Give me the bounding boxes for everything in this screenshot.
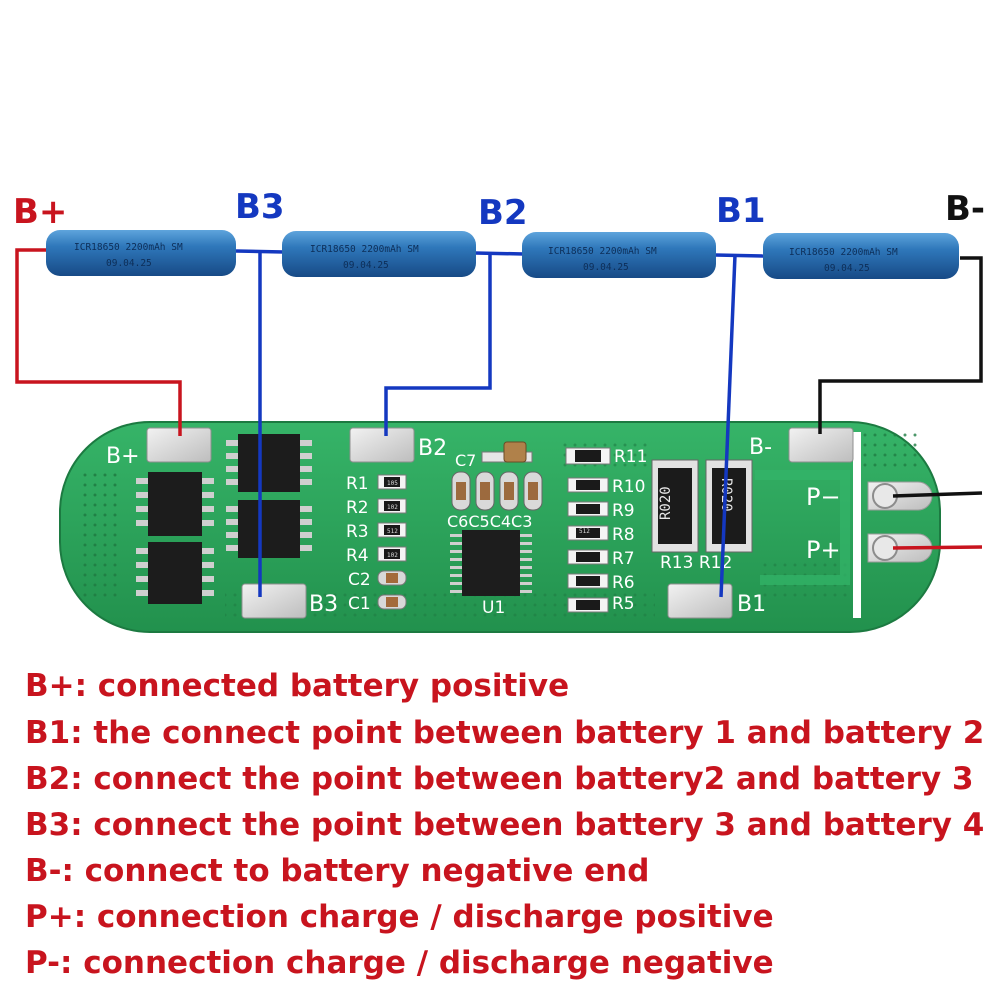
smd-mark-1: 105 bbox=[387, 480, 398, 487]
desc-b1: B1: the connect point between battery 1 … bbox=[25, 715, 985, 751]
silk-r10: R10 bbox=[612, 477, 645, 497]
desc-p-minus: P-: connection charge / discharge negati… bbox=[25, 945, 774, 981]
mosfet-chips bbox=[136, 434, 312, 604]
link-cell2-cell3 bbox=[474, 251, 525, 256]
left-resistor-column bbox=[377, 474, 407, 610]
pad-b1 bbox=[667, 583, 733, 619]
silk-c1: C1 bbox=[348, 594, 371, 614]
label-b3: B3 bbox=[235, 187, 285, 227]
silk-r3: R3 bbox=[346, 522, 369, 542]
label-b2: B2 bbox=[478, 193, 528, 233]
desc-b-minus: B-: connect to battery negative end bbox=[25, 853, 650, 889]
label-b-minus: B- bbox=[945, 189, 986, 229]
desc-b-plus: B+: connected battery positive bbox=[25, 668, 570, 704]
pad-b3 bbox=[241, 583, 307, 619]
bms-wiring-diagram: B+ B2 B- B3 B1 P− P+ R1 R2 R3 R4 C2 C1 R… bbox=[15, 230, 983, 633]
battery-cell-4: ICR18650 2200mAh SM 09.04.25 bbox=[763, 233, 959, 279]
silk-b1: B1 bbox=[737, 592, 766, 617]
silk-p-minus: P− bbox=[806, 483, 841, 511]
svg-text:09.04.25: 09.04.25 bbox=[106, 258, 152, 269]
silk-c2: C2 bbox=[348, 570, 371, 590]
svg-text:ICR18650 2200mAh SM: ICR18650 2200mAh SM bbox=[310, 244, 419, 255]
label-b-plus: B+ bbox=[13, 192, 68, 232]
silk-r7: R7 bbox=[612, 549, 635, 569]
silk-p-plus: P+ bbox=[806, 536, 841, 564]
wire-b1 bbox=[719, 254, 737, 598]
chip-mid-top bbox=[226, 434, 312, 492]
svg-text:ICR18650 2200mAh SM: ICR18650 2200mAh SM bbox=[74, 242, 183, 253]
wire-p-plus bbox=[892, 545, 983, 550]
smd-mark-2: 102 bbox=[387, 504, 398, 511]
smd-mark-3: 512 bbox=[387, 528, 398, 535]
wires bbox=[15, 248, 983, 598]
silk-r2: R2 bbox=[346, 498, 369, 518]
wire-b-minus bbox=[818, 256, 983, 434]
smd-mark-4: 102 bbox=[387, 552, 398, 559]
battery-cell-1: ICR18650 2200mAh SM 09.04.25 bbox=[46, 230, 236, 276]
smd-mark-5: 512 bbox=[579, 528, 590, 535]
wire-p-minus bbox=[892, 491, 983, 498]
silk-r1: R1 bbox=[346, 474, 369, 494]
silk-r6: R6 bbox=[612, 573, 635, 593]
battery-cell-3: ICR18650 2200mAh SM 09.04.25 bbox=[522, 232, 716, 278]
silk-r4: R4 bbox=[346, 546, 369, 566]
silk-b3: B3 bbox=[309, 592, 338, 617]
silk-cap-row: C6C5C4C3 bbox=[447, 512, 532, 531]
battery-cells: ICR18650 2200mAh SM 09.04.25 ICR18650 22… bbox=[46, 230, 959, 279]
svg-text:ICR18650 2200mAh SM: ICR18650 2200mAh SM bbox=[548, 246, 657, 257]
chip-left-bottom bbox=[136, 542, 214, 604]
svg-text:09.04.25: 09.04.25 bbox=[343, 260, 389, 271]
pcb-silkscreen: B+ B2 B- B3 B1 P− P+ R1 R2 R3 R4 C2 C1 R… bbox=[106, 435, 841, 618]
pad-b2 bbox=[349, 427, 415, 463]
pcb-pads bbox=[146, 427, 854, 619]
silk-shunt-labels: R13 R12 bbox=[660, 553, 732, 573]
desc-b2: B2: connect the point between battery2 a… bbox=[25, 761, 974, 797]
link-cell3-cell4 bbox=[714, 253, 766, 258]
wire-b2 bbox=[384, 253, 492, 436]
silk-r8: R8 bbox=[612, 525, 635, 545]
desc-p-plus: P+: connection charge / discharge positi… bbox=[25, 899, 774, 935]
shunt-resistors bbox=[651, 459, 753, 553]
silk-c7: C7 bbox=[455, 451, 476, 470]
svg-text:ICR18650 2200mAh SM: ICR18650 2200mAh SM bbox=[789, 247, 898, 258]
chip-mid-bottom bbox=[226, 500, 312, 558]
capacitor-group bbox=[451, 441, 543, 511]
silk-u1: U1 bbox=[482, 598, 505, 618]
silk-r5: R5 bbox=[612, 594, 635, 614]
right-resistor-column bbox=[565, 447, 611, 613]
silk-b2: B2 bbox=[418, 436, 447, 461]
svg-text:09.04.25: 09.04.25 bbox=[583, 262, 629, 273]
desc-b3: B3: connect the point between battery 3 … bbox=[25, 807, 985, 843]
silk-b-minus: B- bbox=[749, 435, 772, 460]
silk-b-plus: B+ bbox=[106, 444, 140, 469]
label-b1: B1 bbox=[716, 191, 766, 231]
wire-b-plus bbox=[15, 248, 182, 436]
shunt-left-marking: R020 bbox=[658, 486, 674, 520]
silk-r9: R9 bbox=[612, 501, 635, 521]
svg-text:09.04.25: 09.04.25 bbox=[824, 263, 870, 274]
silk-r11: R11 bbox=[614, 447, 647, 467]
battery-cell-2: ICR18650 2200mAh SM 09.04.25 bbox=[282, 231, 476, 277]
chip-left-top bbox=[136, 472, 214, 536]
controller-ic bbox=[450, 530, 532, 596]
